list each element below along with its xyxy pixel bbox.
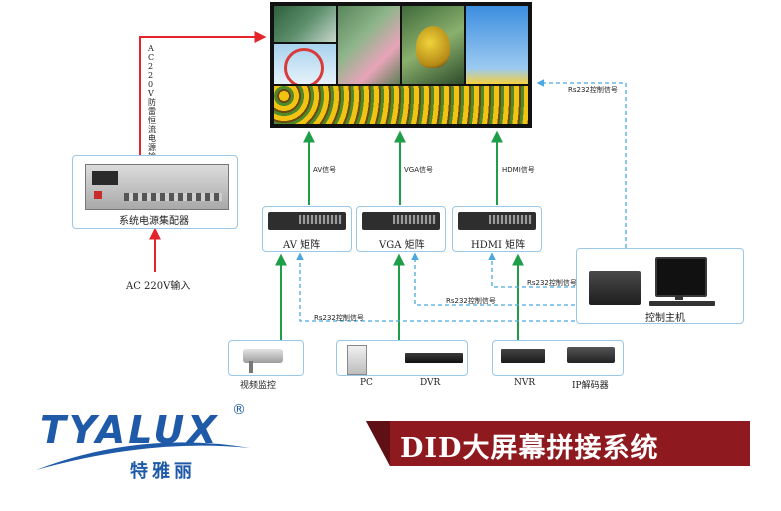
ip-decoder-label: IP解码器 [572, 381, 609, 391]
system-title: DID大屏幕拼接系统 [400, 433, 659, 464]
vga-matrix-box: VGA 矩阵 [356, 206, 446, 252]
wall-panel-bird [402, 6, 464, 84]
hdmi-signal-label: HDMI信号 [502, 166, 535, 174]
power-distributor-device [85, 164, 229, 210]
av-matrix-box: AV 矩阵 [262, 206, 352, 252]
video-wall [270, 2, 532, 128]
hdmi-matrix-device [458, 212, 536, 230]
control-host-label: 控制主机 [645, 313, 685, 324]
brand-logo: TYALUX [40, 408, 220, 452]
nvr-decoder-box [492, 340, 624, 376]
brand-logo-cn: 特雅丽 [130, 461, 196, 482]
rs232-to-wall [536, 79, 627, 248]
power-distributor-label: 系统电源集配器 [119, 216, 189, 227]
pc-icon [347, 345, 367, 375]
nvr-label: NVR [514, 378, 536, 388]
wall-panel-sunflowers [274, 86, 528, 124]
rs232-to-av [296, 252, 575, 322]
dvr-icon [405, 353, 463, 363]
rs232-wall-label: Rs232控制信号 [568, 86, 618, 94]
vga-matrix-device [362, 212, 440, 230]
nvr-icon [501, 349, 545, 363]
av-signal-label: AV信号 [313, 166, 337, 174]
camera-label: 视频监控 [240, 381, 277, 391]
wall-panel-office [274, 6, 336, 42]
power-input-label: AC 220V 防雷恒流电源输入 [148, 44, 156, 170]
av-matrix-label: AV 矩阵 [283, 240, 321, 251]
rs232-vga-label: Rs232控制信号 [446, 297, 496, 305]
camera-box [228, 340, 304, 376]
ac-input-label: AC 220V输入 [126, 281, 191, 292]
dvr-label: DVR [420, 378, 441, 388]
power-distributor-box: 系统电源集配器 [72, 155, 238, 229]
control-host-box: 控制主机 [576, 248, 744, 324]
hdmi-matrix-box: HDMI 矩阵 [452, 206, 542, 252]
logo-swoosh [36, 442, 250, 470]
hdmi-matrix-label: HDMI 矩阵 [471, 240, 526, 251]
ip-decoder-icon [567, 347, 615, 363]
monitor [655, 257, 707, 297]
keyboard [649, 301, 715, 306]
rs232-av-label: Rs232控制信号 [314, 314, 364, 322]
wall-panel-ferris-wheel [274, 44, 336, 84]
pc-dvr-box [336, 340, 468, 376]
title-banner-shape [366, 421, 750, 466]
vga-matrix-label: VGA 矩阵 [379, 240, 425, 251]
wall-panel-blossom-left [338, 6, 400, 84]
rs232-to-hdmi [488, 252, 575, 288]
server-case [589, 271, 641, 305]
vga-signal-label: VGA信号 [404, 166, 434, 174]
wall-panel-sky [466, 6, 528, 84]
camera-icon [243, 349, 283, 363]
rs232-hdmi-label: Rs232控制信号 [527, 279, 577, 287]
registered-mark: ® [232, 402, 246, 418]
power-line-to-wall [139, 31, 267, 155]
pc-label: PC [360, 378, 373, 388]
av-matrix-device [268, 212, 346, 230]
